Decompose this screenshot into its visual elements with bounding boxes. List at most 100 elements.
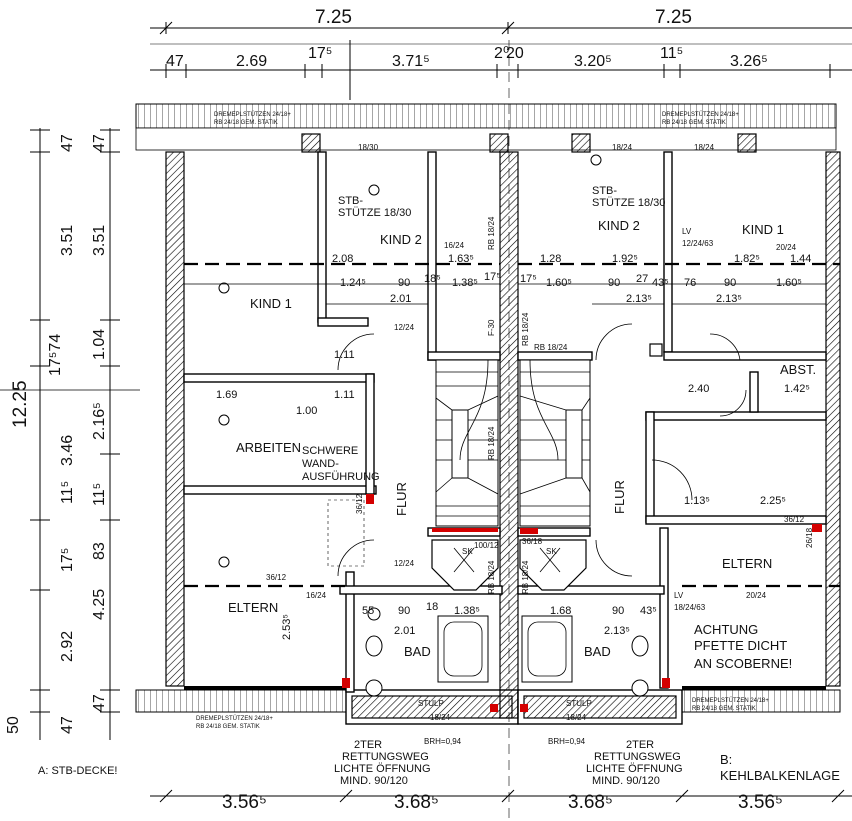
- left-outer-6: 17⁵: [59, 548, 76, 572]
- outer-walls: [165, 133, 841, 725]
- stulp-left: STULP: [418, 699, 444, 708]
- stulp-right: STULP: [566, 699, 592, 708]
- rb-label-a: RB 18/24: [487, 216, 496, 250]
- dim-misc-29: 36/18: [522, 537, 543, 546]
- rettung-left-2: RETTUNGSWEG: [342, 751, 429, 763]
- top-seg-2: 2.69: [236, 53, 267, 70]
- stb-stuetze-right-2: STÜTZE 18/30: [592, 197, 665, 209]
- left-inner-3: 1.04: [91, 329, 108, 360]
- left-inner-8: 47: [91, 694, 108, 712]
- sk-left: SK: [462, 547, 473, 556]
- dim-r1-r6: 90: [724, 277, 736, 289]
- dim-misc-23: 16/24: [306, 591, 327, 600]
- room-arbeiten: ARBEITEN: [236, 440, 301, 455]
- brh-left: BRH=0,94: [424, 737, 462, 746]
- dim-misc-27: 36/12: [355, 493, 364, 514]
- room-kind2-right: KIND 2: [598, 218, 640, 233]
- brh-right: BRH=0,94: [548, 737, 586, 746]
- dim-r1-l3: 1.38⁵: [452, 277, 478, 289]
- rettung-left-1: 2TER: [354, 739, 382, 751]
- room-abst: ABST.: [780, 362, 816, 377]
- rettung-right-2: RETTUNGSWEG: [594, 751, 681, 763]
- rettung-left-4: MIND. 90/120: [340, 775, 408, 787]
- kehlbalken-2: KEHLBALKENLAGE: [720, 768, 840, 783]
- party-wall: [499, 40, 519, 821]
- dim-misc-33: 18/24: [566, 713, 587, 722]
- dim-r3-r1: 2.13⁵: [716, 293, 742, 305]
- stair-right: [519, 359, 591, 527]
- dim-misc-11: 2.13⁵: [604, 625, 630, 637]
- dim-misc-16: 43⁵: [640, 605, 657, 617]
- dim-misc-28: 36/12: [784, 515, 805, 524]
- left-inner-2: 3.51: [91, 225, 108, 256]
- dim-r1-l1: 90: [398, 277, 410, 289]
- dremel-top-left-2: RB 24/18 GEM. STATIK: [214, 120, 278, 126]
- top-overall-right: 7.25: [655, 7, 692, 28]
- dim-misc-26: 36/12: [266, 573, 287, 582]
- dim-misc-10: 2.53⁵: [281, 614, 293, 640]
- stb-columns: [218, 154, 602, 568]
- sk-right: SK: [546, 547, 557, 556]
- room-bad-left: BAD: [404, 644, 431, 659]
- top-seg-6: 20: [506, 45, 524, 62]
- rb-label-d: RB 18/24: [534, 343, 568, 352]
- dremel-bottom-right-1: DREMEPLSTÜTZEN 24/18+: [692, 697, 769, 704]
- top-overall-left: 7.25: [315, 7, 352, 28]
- dim-r1-r2: 90: [608, 277, 620, 289]
- dim-r1-l4: 17⁵: [484, 271, 501, 283]
- left-inner-5: 11⁵: [91, 483, 108, 506]
- stb-stuetze-left-1: STB-: [338, 195, 363, 207]
- dim-misc-22: 16/24: [444, 241, 465, 250]
- room-kind2-left: KIND 2: [380, 232, 422, 247]
- dim-r1-r1: 1.60⁵: [546, 277, 572, 289]
- left-inner-4: 2.16⁵: [91, 402, 108, 440]
- schwere-3: AUSFÜHRUNG: [302, 471, 380, 483]
- room-flur-right: FLUR: [612, 480, 627, 514]
- left-outer-3: 17⁵74: [47, 334, 64, 376]
- bath-fixtures-left: [365, 607, 489, 697]
- rb-label-b: RB 18/24: [487, 426, 496, 460]
- room-kind1-right: KIND 1: [742, 222, 784, 237]
- dim-r1-l2: 18⁵: [424, 273, 441, 285]
- left-outer-8: 47: [59, 716, 76, 734]
- dim-r3-r0: 2.13⁵: [626, 293, 652, 305]
- dremel-top-right-2: RB 24/18 GEM. STATIK: [662, 120, 726, 126]
- dim-misc-18: 90: [398, 605, 410, 617]
- left-overall: 12.25: [10, 380, 31, 428]
- stair-left: [435, 359, 499, 527]
- dim-misc-3: 1.00: [296, 405, 317, 417]
- dim-r1-r0: 17⁵: [520, 273, 537, 285]
- dim-misc-8: 2.25⁵: [760, 495, 786, 507]
- dim-r1-r3: 27: [636, 273, 648, 285]
- dim-r3-l: 2.01: [390, 293, 411, 305]
- left-outer-9: 50: [5, 716, 22, 734]
- dim-misc-25: 20/24: [746, 591, 767, 600]
- dim-misc-24: 20/24: [776, 243, 797, 252]
- bath-fixtures-right: [521, 615, 649, 697]
- dim-misc-14: 1.68: [550, 605, 571, 617]
- rettung-right-1: 2TER: [626, 739, 654, 751]
- bottom-seg-2: 3.68⁵: [394, 792, 439, 813]
- dim-misc-32: 18/24: [430, 713, 451, 722]
- dim-misc-15: 90: [612, 605, 624, 617]
- room-flur-left: FLUR: [394, 482, 409, 516]
- lv-bottom-2: 18/24/63: [674, 603, 706, 612]
- left-outer-1: 47: [59, 134, 76, 152]
- dim-r2-l1: 1.63⁵: [448, 253, 474, 265]
- dim-misc-5: 1.42⁵: [784, 383, 810, 395]
- left-outer-4: 3.46: [59, 435, 76, 466]
- top-seg-8: 11⁵: [660, 45, 683, 62]
- top-seg-5: 2⁰: [494, 45, 509, 62]
- dremel-top-right-1: DREMEPLSTÜTZEN 24/18+: [662, 111, 739, 118]
- top-seg-7: 3.20⁵: [574, 53, 612, 70]
- left-outer-5: 11⁵: [59, 481, 76, 504]
- shaft-left: [431, 539, 499, 591]
- left-dimension-chain: 12.25 47 3.51 17⁵74 3.46 11⁵ 17⁵ 2.92 47…: [0, 128, 140, 740]
- top-seg-9: 3.26⁵: [730, 53, 768, 70]
- left-outer-2: 3.51: [59, 225, 76, 256]
- purlin-lines: [184, 262, 840, 588]
- schwere-2: WAND-: [302, 458, 339, 470]
- dim-r2-r0: 1.28: [540, 253, 561, 265]
- lv-top-2: 12/24/63: [682, 239, 714, 248]
- inner-dimensions: 1.24⁵ 90 18⁵ 1.38⁵ 17⁵ 17⁵ 1.60⁵ 90 27 4…: [184, 241, 826, 722]
